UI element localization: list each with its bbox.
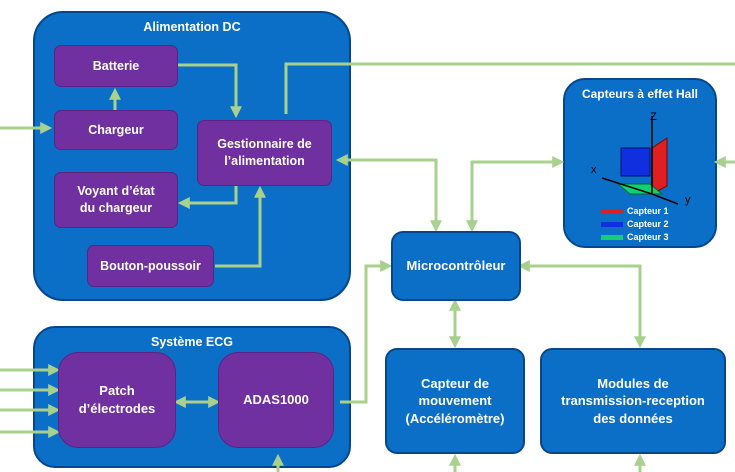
chargeur-box: Chargeur (54, 110, 178, 150)
legend-swatch-1 (601, 208, 623, 214)
bouton-box: Bouton-poussoir (87, 245, 214, 287)
arrow-micro-modules (517, 260, 646, 349)
legend-capteur-1: Capteur 1 (601, 206, 669, 216)
capteur-mouvement-label: Capteur de mouvement (Accéléromètre) (405, 375, 505, 426)
arrow-gestionnaire-micro (335, 154, 442, 233)
axis-y-label: y (685, 194, 691, 206)
gestionnaire-label: Gestionnaire de l’alimentation (217, 137, 312, 168)
arrow-gestionnaire-voyant (177, 186, 238, 209)
capteur-mouvement-box: Capteur de mouvement (Accéléromètre) (385, 348, 525, 454)
gestionnaire-box: Gestionnaire de l’alimentation (197, 120, 332, 186)
arrow-adas-micro (340, 260, 393, 404)
legend-label-1: Capteur 1 (627, 206, 669, 216)
adas-label: ADAS1000 (243, 392, 309, 408)
arrow-batterie-gestionnaire (178, 63, 242, 119)
capteur-1-face (651, 137, 668, 195)
voyant-box: Voyant d’état du chargeur (54, 172, 178, 228)
ecg-title: Système ECG (151, 335, 233, 349)
batterie-label: Batterie (92, 58, 140, 73)
axis-x-label: x (591, 164, 597, 176)
arrow-gestionnaire-top (284, 62, 735, 114)
legend-capteur-2: Capteur 2 (601, 219, 669, 229)
legend-swatch-2 (601, 221, 623, 227)
hall-title: Capteurs à effet Hall (581, 87, 699, 101)
bouton-label: Bouton-poussoir (100, 258, 201, 273)
adas-box: ADAS1000 (218, 352, 334, 448)
voyant-label: Voyant d’état du chargeur (77, 184, 155, 215)
modules-box: Modules de transmission-reception des do… (540, 348, 726, 454)
alimentation-dc-title: Alimentation DC (143, 20, 241, 34)
legend-capteur-3: Capteur 3 (601, 232, 669, 242)
hall-axes-illustration (601, 116, 679, 205)
legend-swatch-3 (601, 234, 623, 240)
legend-label-2: Capteur 2 (627, 219, 669, 229)
microcontroleur-box: Microcontrôleur (391, 231, 521, 301)
arrow-bouton-gestionnaire (215, 185, 266, 268)
chargeur-label: Chargeur (88, 122, 144, 137)
arrow-micro-hall (466, 156, 565, 233)
patch-box: Patch d’électrodes (58, 352, 176, 448)
modules-label: Modules de transmission-reception des do… (561, 375, 705, 426)
axis-z-label: Z (650, 111, 657, 123)
capteur-2-face (620, 147, 651, 177)
batterie-box: Batterie (54, 45, 178, 87)
legend-label-3: Capteur 3 (627, 232, 669, 242)
microcontroleur-label: Microcontrôleur (406, 258, 506, 274)
patch-label: Patch d’électrodes (78, 383, 156, 416)
